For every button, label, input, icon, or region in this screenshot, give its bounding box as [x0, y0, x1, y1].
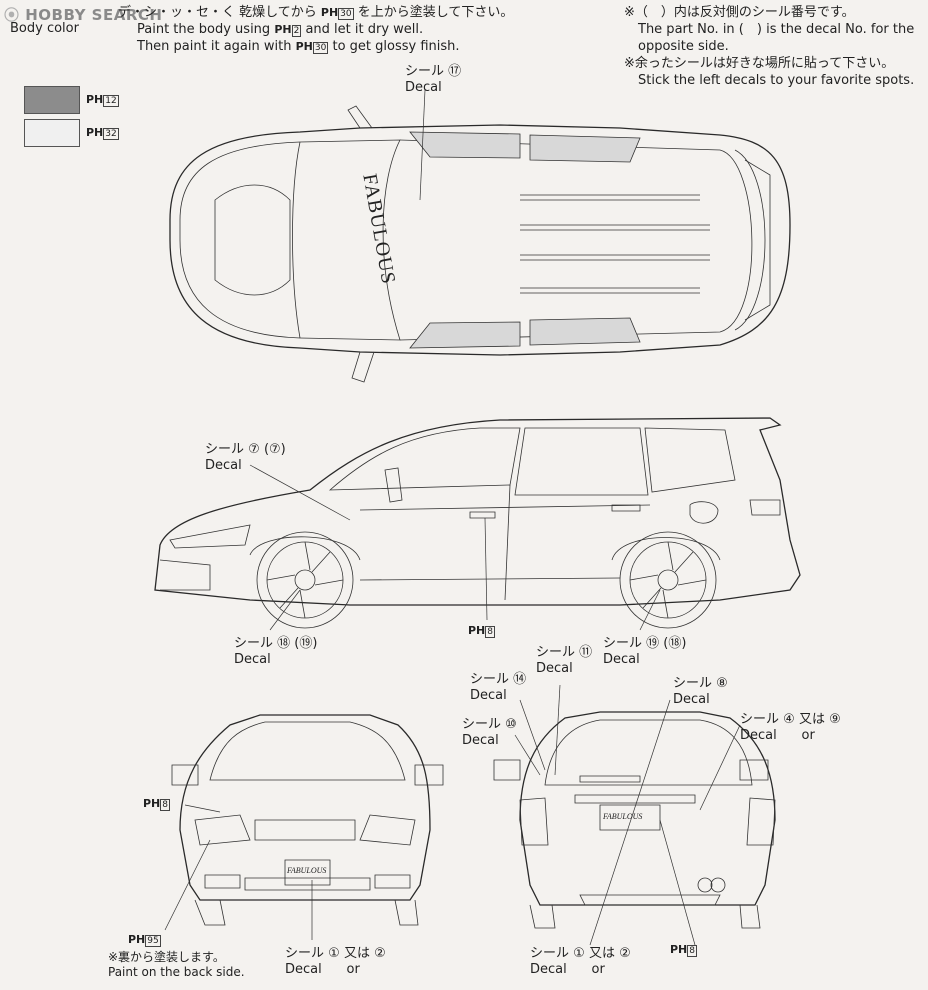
- swatch-light: [24, 119, 80, 147]
- swatch-dark: [24, 86, 80, 114]
- note-line-4: ※余ったシールは好きな場所に貼って下さい。: [624, 56, 895, 71]
- note-line-5: Stick the left decals to your favorite s…: [638, 73, 915, 88]
- front-note: ※裏から塗装します。Paint on the back side.: [108, 950, 245, 979]
- front-plate-text: FABULOUS: [287, 866, 327, 875]
- body-color-label: Body color: [10, 21, 79, 36]
- side-decal-18: シール ⑱ (⑲)Decal: [234, 636, 318, 667]
- rear-decal-4-9: シール ④ 又は ⑨ Decal or: [740, 712, 841, 743]
- watermark: ⦿ HOBBY SEARCH: [4, 6, 163, 24]
- front-decal-1-2: シール ① 又は ② Decal or: [285, 946, 386, 977]
- note-line-1: ※（ ）内は反対側のシール番号です。: [624, 5, 855, 20]
- side-decal-7: シール ⑦ (⑦)Decal: [205, 442, 286, 473]
- front-view-car: [164, 714, 444, 940]
- rear-decal-1-2: シール ① 又は ② Decal or: [530, 946, 631, 977]
- note-line-2: The part No. in ( ) is the decal No. for…: [638, 22, 915, 37]
- rear-view-car: [493, 684, 776, 946]
- top-view-car: [169, 89, 791, 383]
- side-view-car: [154, 417, 801, 631]
- note-line-3: opposite side.: [638, 39, 729, 54]
- side-decal-19: シール ⑲ (⑱)Decal: [603, 636, 687, 667]
- rear-plate-text: FABULOUS: [603, 812, 643, 821]
